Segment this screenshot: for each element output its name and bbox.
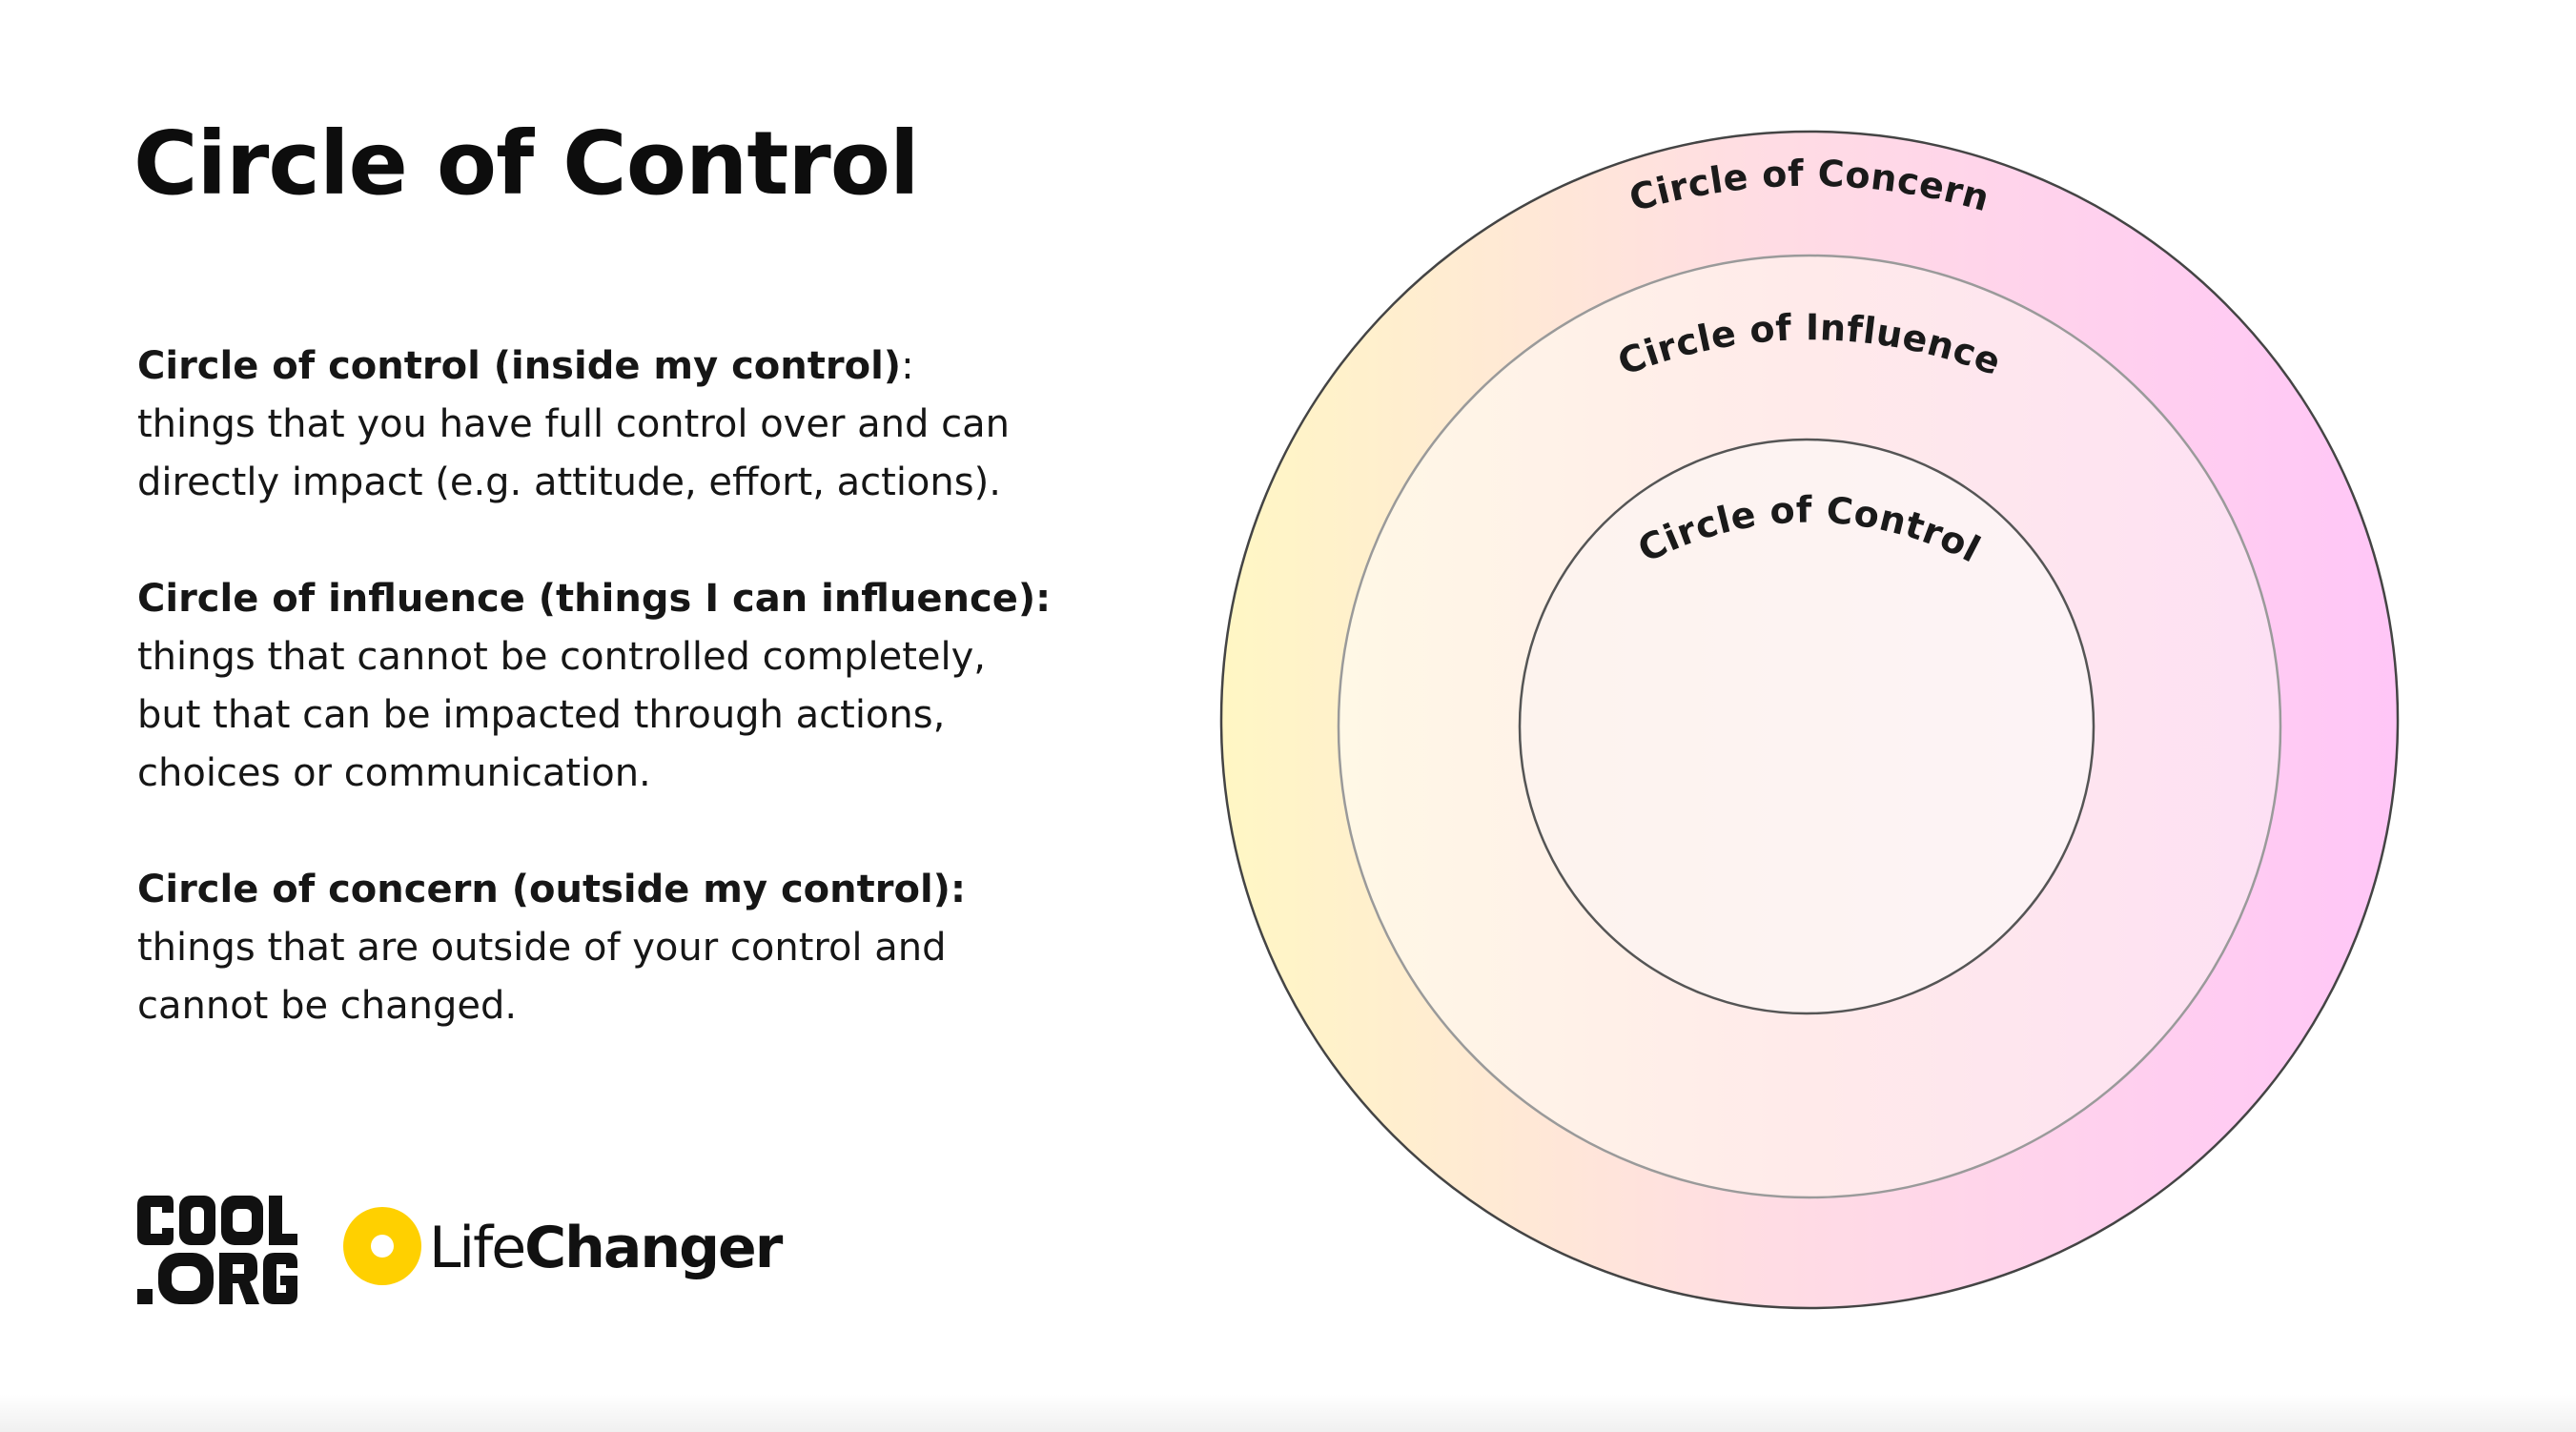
definitions-list: Circle of control (inside my control): t…: [137, 338, 1053, 1035]
logos: LifeChanger: [135, 1194, 803, 1306]
definition-body: things that you have full control over a…: [137, 402, 1010, 504]
bottom-shadow: [0, 1394, 2576, 1432]
inner-circle-control: [1518, 438, 2096, 1015]
lifechanger-wordmark: LifeChanger: [429, 1215, 783, 1281]
definition-body: things that are outside of your control …: [137, 926, 947, 1028]
definition-control: Circle of control (inside my control): t…: [137, 338, 1053, 512]
definition-heading: Circle of concern (outside my control):: [137, 868, 966, 911]
lifechanger-icon: [343, 1207, 421, 1285]
page-title: Circle of Control: [133, 113, 919, 215]
definition-influence: Circle of influence (things I can influe…: [137, 570, 1053, 803]
definition-heading: Circle of control (inside my control):: [137, 344, 914, 388]
cool-org-logo: [137, 1196, 297, 1304]
definition-heading: Circle of influence (things I can influe…: [137, 577, 1052, 621]
circle-diagram: Circle of Concern Circle of Influence Ci…: [1219, 130, 2400, 1310]
definition-body: things that cannot be controlled complet…: [137, 635, 986, 795]
definition-concern: Circle of concern (outside my control): …: [137, 861, 1053, 1035]
